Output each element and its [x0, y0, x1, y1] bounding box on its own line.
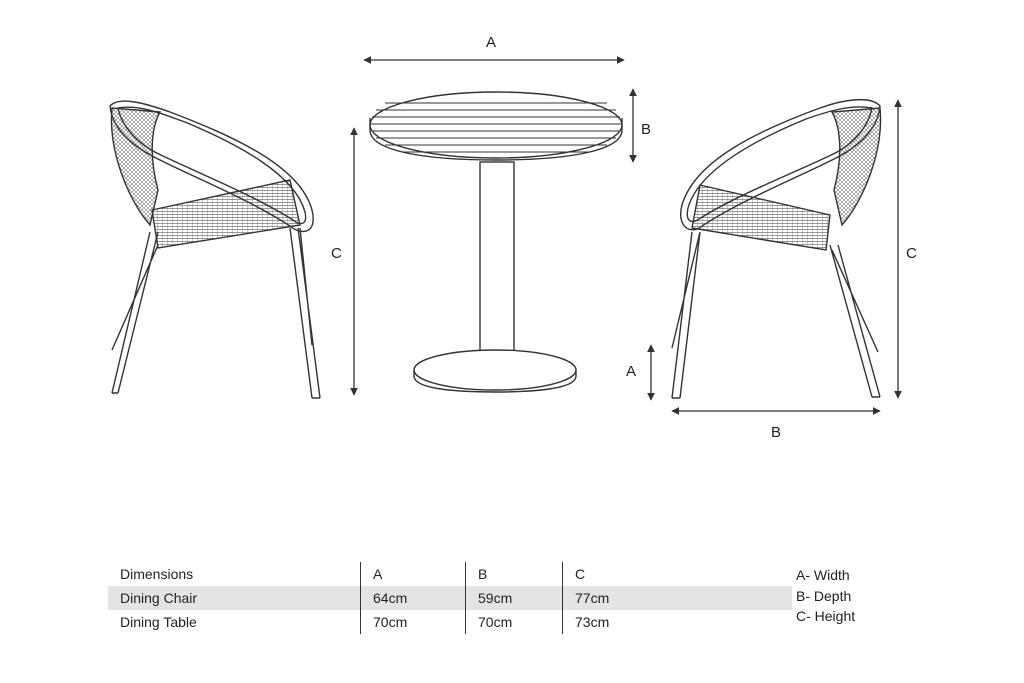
- right-chair: [671, 98, 882, 399]
- label-table-width: A: [486, 34, 497, 51]
- left-chair-back-mesh: [110, 107, 162, 227]
- header-c: C: [562, 562, 792, 586]
- label-table-depth: B: [641, 121, 652, 138]
- table-top-slats: [371, 102, 621, 153]
- cell-c: 73cm: [562, 610, 792, 634]
- label-table-height: C: [331, 245, 342, 262]
- cell-a: 70cm: [360, 610, 466, 634]
- left-chair-armrest: [109, 100, 314, 233]
- dimension-legend: A- Width B- Depth C- Height: [796, 565, 855, 627]
- left-chair-seat-weave: [151, 179, 301, 249]
- left-chair: [109, 100, 321, 399]
- table-row-dining-chair: Dining Chair 64cm 59cm 77cm: [108, 586, 792, 610]
- label-chair-depth: B: [771, 424, 782, 441]
- row-label: Dining Table: [120, 614, 197, 630]
- dimensions-table: Dimensions A B C Dining Chair 64cm 59cm …: [108, 562, 792, 634]
- cell-a: 64cm: [360, 586, 466, 610]
- right-chair-legs: [671, 231, 881, 399]
- table-top: [369, 91, 623, 159]
- left-chair-legs: [111, 227, 321, 399]
- dimension-lines: [350, 56, 902, 415]
- label-chair-height: C: [906, 245, 917, 262]
- cell-b: 70cm: [465, 610, 563, 634]
- legend-height: C- Height: [796, 608, 856, 624]
- legend-width: A- Width: [796, 567, 850, 583]
- right-chair-seat-weave: [691, 184, 831, 251]
- table-row-dining-table: Dining Table 70cm 70cm 73cm: [108, 610, 792, 634]
- table-base: [413, 349, 577, 391]
- table-pedestal: [479, 161, 515, 371]
- table-header-row: Dimensions A B C: [108, 562, 792, 586]
- legend-depth: B- Depth: [796, 587, 852, 604]
- header-b: B: [465, 562, 563, 586]
- cell-c: 77cm: [562, 586, 792, 610]
- right-chair-back-mesh: [830, 107, 882, 227]
- row-label: Dining Chair: [108, 586, 361, 610]
- label-chair-width: A: [626, 363, 637, 380]
- dining-table: [369, 91, 623, 393]
- header-dimensions: Dimensions: [120, 566, 194, 582]
- right-chair-armrest: [680, 98, 881, 231]
- cell-b: 59cm: [465, 586, 563, 610]
- header-a: A: [360, 562, 466, 586]
